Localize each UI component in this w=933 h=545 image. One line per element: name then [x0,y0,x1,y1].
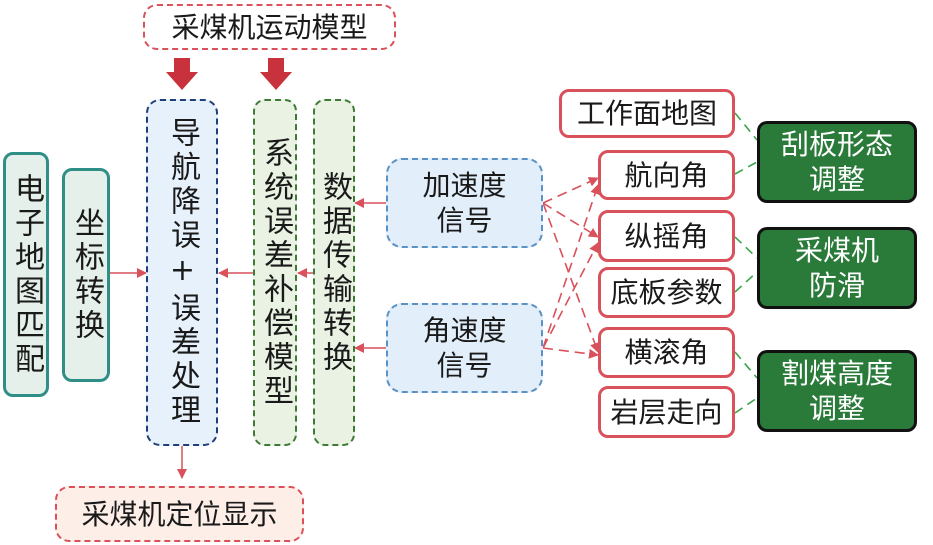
node-acceleration-signal: 加速度信号 [386,158,543,248]
edge-angvel-heading [542,184,600,349]
edge-angvel-pitch [542,242,599,349]
node-shearer-antiskid: 采煤机防滑 [757,227,917,309]
node-data-transfer: 数据传输转换 [313,99,355,446]
node-heading-angle: 航向角 [598,150,735,200]
node-navigation: 导航降误+误差处理 [146,99,218,446]
edge-angvel-roll [542,347,599,359]
node-pitch-angle: 纵摇角 [598,210,735,262]
node-scraper-adjustment: 刮板形态调整 [757,121,917,203]
edge-roll-cutheight [734,351,758,379]
edge-floor-antiskid [734,271,758,293]
node-positioning-display: 采煤机定位显示 [55,486,304,542]
node-coordinate-transform: 坐标转换 [62,168,110,382]
node-rock-strike: 岩层走向 [598,386,735,438]
node-system-error-model: 系统误差补偿模型 [253,99,297,446]
node-electronic-map: 电子地图匹配 [3,152,49,397]
node-floor-parameters: 底板参数 [598,267,735,318]
node-roll-angle: 横滚角 [598,327,735,378]
edge-heading-scraper [734,161,758,175]
node-angular-velocity-signal: 角速度信号 [386,303,543,393]
edge-pitch-antiskid [734,236,758,259]
edge-accel-pitch [542,202,599,238]
node-motion-model: 采煤机运动模型 [143,4,396,50]
arrow-motion-to-syserr [260,58,292,90]
edge-workface-scraper [734,112,758,141]
edge-rock-cutheight [734,397,758,414]
arrow-motion-to-nav [166,58,198,90]
edge-accel-heading [542,177,599,204]
edge-accel-roll [542,202,600,353]
node-cutting-height-adjustment: 割煤高度调整 [757,350,917,432]
node-workface-map: 工作面地图 [559,89,735,138]
